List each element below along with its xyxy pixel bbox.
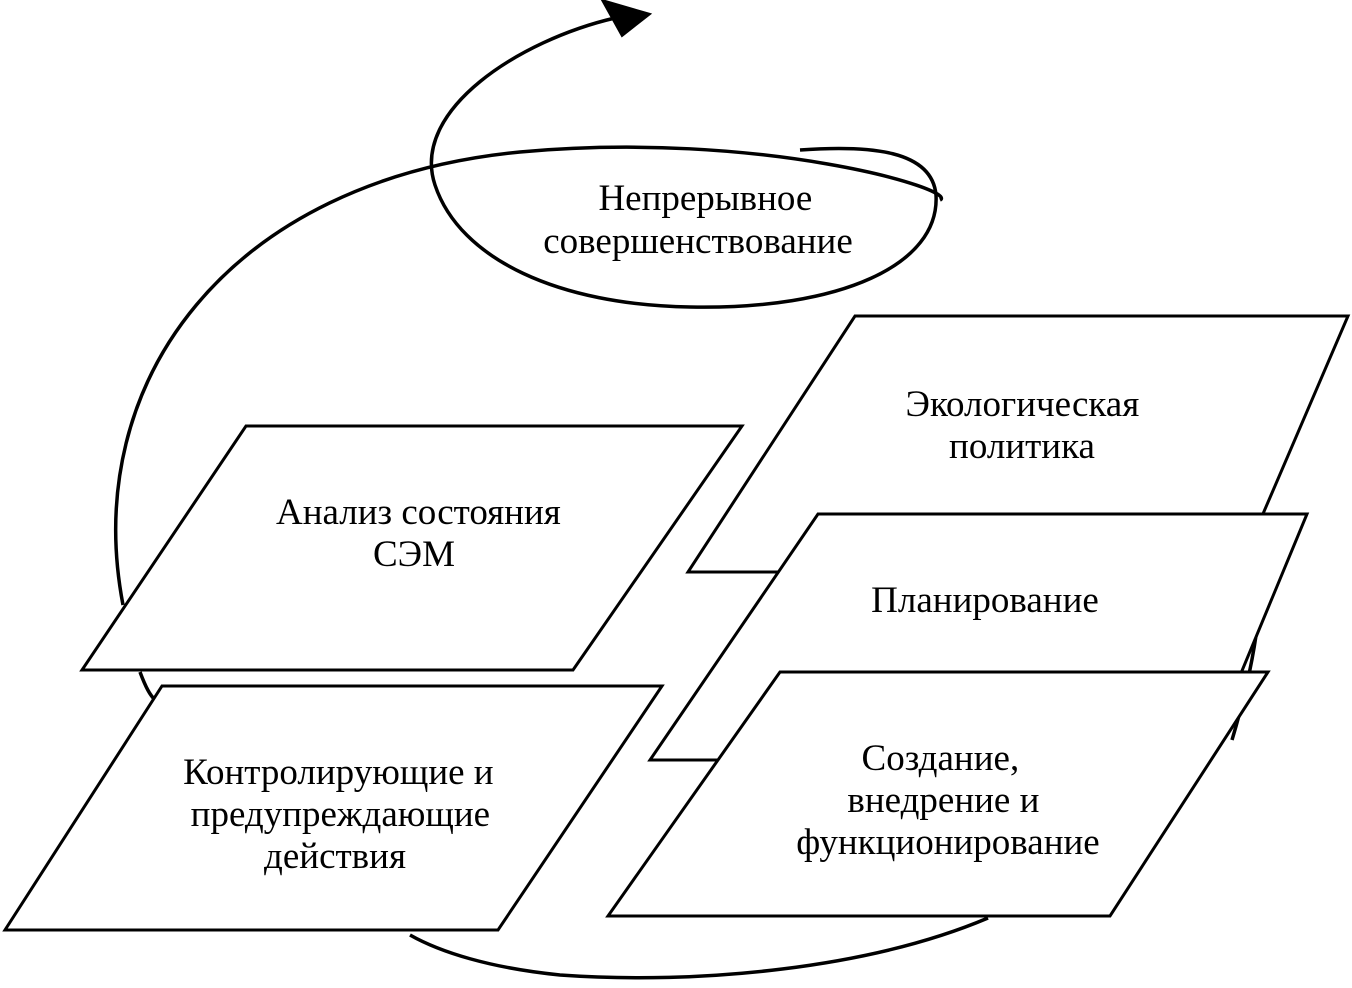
- arrowhead-icon: [600, 0, 653, 38]
- stage-corrective-line-1: Контролирующие и: [183, 752, 493, 793]
- improvement-label-line-1: Непрерывное: [598, 178, 812, 219]
- stage-implementation-shape: [605, 670, 1271, 918]
- stage-corrective-shape: [2, 684, 665, 932]
- cycle-loop-bottom-arc: [409, 916, 989, 980]
- cycle-loop-left-lower-arc: [138, 671, 157, 702]
- stage-implementation-line-1: Создание,: [862, 738, 1020, 779]
- improvement-label-line-2: совершенствование: [543, 221, 853, 262]
- stage-corrective-label: Контролирующие и предупреждающие действи…: [183, 752, 503, 877]
- stage-review-label: Анализ состояния СЭМ: [276, 492, 570, 575]
- stage-review-shape: [79, 424, 745, 672]
- stage-implementation-line-2: внедрение и: [847, 780, 1039, 821]
- stage-policy-line-1: Экологическая: [906, 384, 1140, 425]
- improvement-loop: [429, 16, 938, 309]
- stage-review-line-1: Анализ состояния: [276, 492, 561, 533]
- improvement-label: Непрерывное совершенствование: [543, 178, 853, 262]
- stage-policy-line-2: политика: [949, 426, 1095, 467]
- stage-implementation-line-3: функционирование: [796, 822, 1099, 863]
- stage-planning-line-1: Планирование: [871, 580, 1099, 621]
- stage-corrective-line-3: действия: [264, 836, 406, 877]
- stage-planning-label: Планирование: [871, 580, 1099, 621]
- stage-corrective-line-2: предупреждающие: [191, 794, 490, 835]
- stage-review-line-2: СЭМ: [373, 534, 455, 575]
- stage-policy-label: Экологическая политика: [906, 384, 1149, 467]
- cycle-loop-arc: [114, 145, 944, 606]
- stage-implementation-label: Создание, внедрение и функционирование: [796, 738, 1099, 863]
